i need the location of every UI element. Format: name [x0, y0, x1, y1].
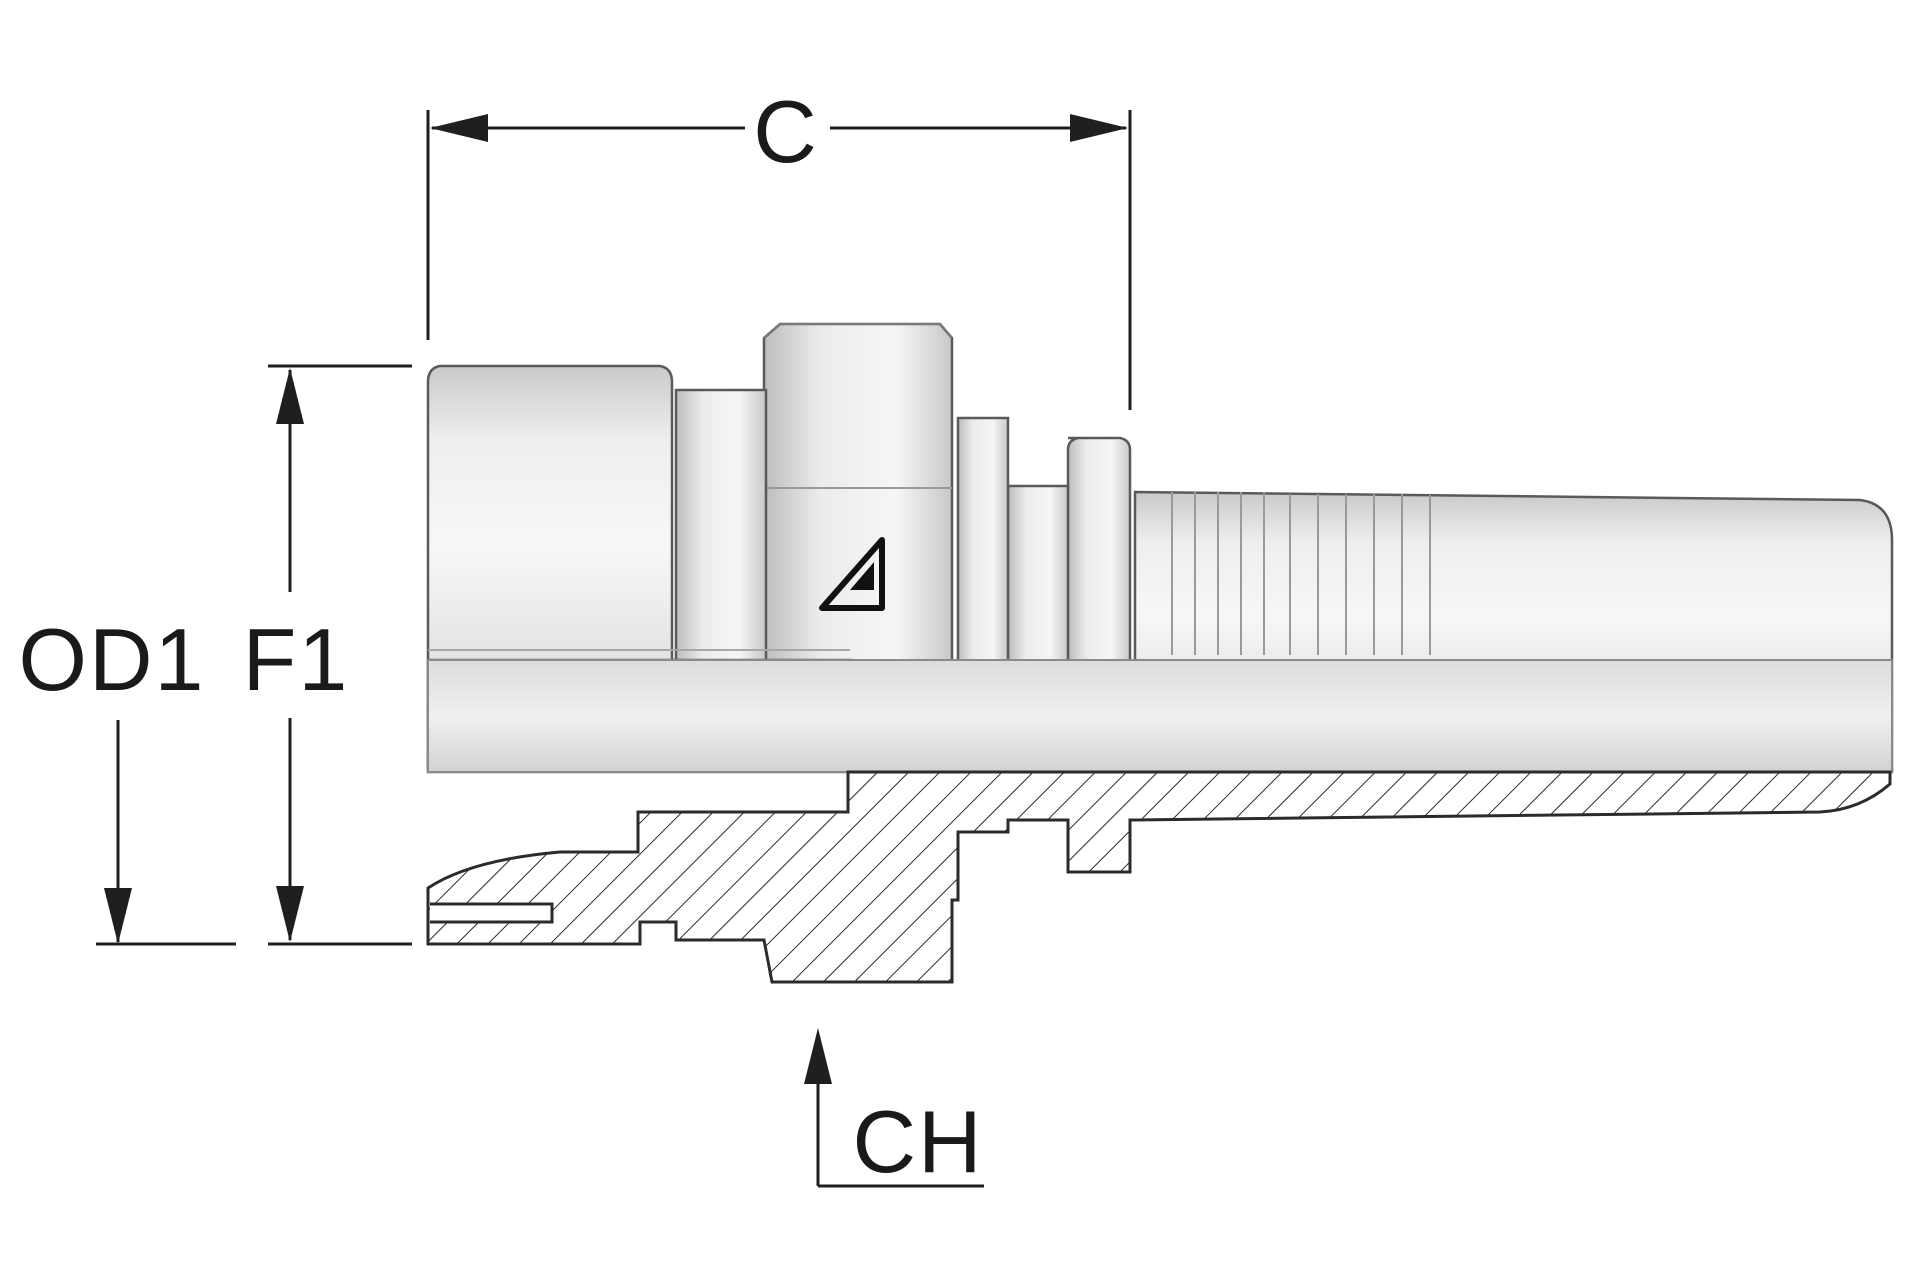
- label-f1: F1: [243, 610, 350, 709]
- dimension-c: C: [426, 82, 1132, 410]
- stem-serrations: [1171, 492, 1431, 655]
- label-ch: CH: [852, 1092, 983, 1191]
- manufacturer-logo-icon: [819, 537, 885, 611]
- hex-chamfer: [763, 323, 953, 339]
- fitting-bore: [426, 658, 1894, 774]
- dimension-ch: CH: [804, 1028, 984, 1191]
- seal-seat: [430, 902, 554, 924]
- arrowhead-up-icon: [804, 1028, 832, 1084]
- arrowhead-down-icon: [104, 888, 132, 944]
- arrowhead-up-icon: [276, 368, 304, 424]
- arrowhead-down-icon: [276, 886, 304, 942]
- label-od1: OD1: [19, 610, 206, 709]
- bore-channel: [427, 659, 1893, 773]
- cross-section: [426, 770, 1892, 984]
- section-hatch: [426, 770, 1892, 984]
- dimension-f1: F1: [243, 364, 412, 946]
- arrowhead-right-icon: [1070, 114, 1128, 142]
- arrowhead-left-icon: [430, 114, 488, 142]
- label-c: C: [753, 82, 819, 181]
- dimension-od1: OD1: [19, 610, 236, 946]
